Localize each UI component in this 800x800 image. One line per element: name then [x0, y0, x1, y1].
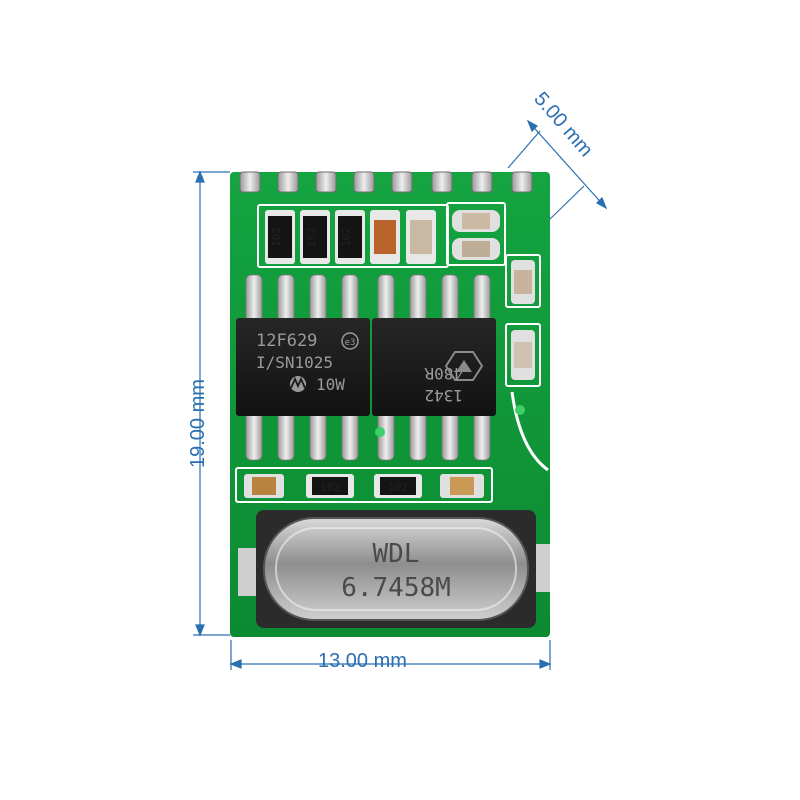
encoder-chip: 1342 480R: [372, 318, 496, 416]
width-dimension-label: 13.00 mm: [318, 650, 407, 672]
microchip-logo-icon: [290, 376, 306, 392]
height-dimension-label: 19.00 mm: [187, 379, 209, 468]
chip-pins-bottom: [245, 409, 491, 461]
dimension-lines: [193, 119, 608, 670]
crystal-marking-line1: WDL: [373, 539, 420, 569]
side-capacitors: [452, 210, 535, 380]
resistor-label: 102: [320, 481, 340, 494]
chip-pins-top: [245, 274, 491, 324]
chip-marking-line3: 10W: [316, 375, 345, 394]
crystal-marking-line2: 6.7458M: [341, 573, 451, 603]
pcb-board: 102 102 102: [230, 171, 550, 637]
top-resistors: 102 102 102: [265, 210, 436, 264]
microcontroller-chip: 12F629 e3 I/SN1025 10W: [236, 318, 370, 416]
resistor-label: 102: [305, 227, 318, 247]
edge-pads: [239, 171, 533, 193]
resistor-label: 102: [270, 227, 283, 247]
resistor-label: 102: [340, 227, 353, 247]
chip-marking-line1: 1342: [424, 386, 463, 405]
chip-marking-line2: I/SN1025: [256, 353, 333, 372]
crystal-oscillator: WDL 6.7458M: [238, 510, 550, 628]
brand-logo-icon: [444, 351, 484, 381]
chip-marking-line1: 12F629: [256, 331, 317, 351]
resistor-label: 102: [388, 481, 408, 494]
bottom-components: 102 102: [244, 474, 484, 498]
chip-logo-text: e3: [345, 338, 356, 348]
